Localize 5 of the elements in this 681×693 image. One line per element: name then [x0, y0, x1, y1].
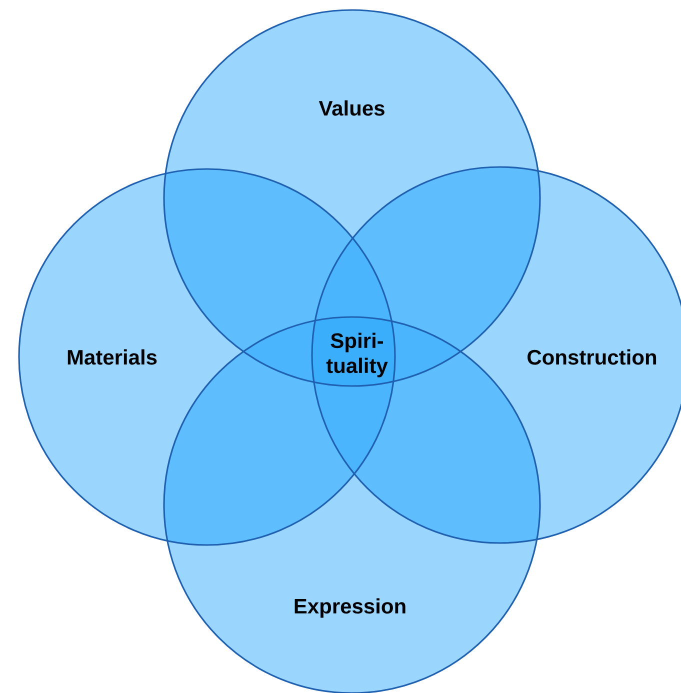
- circle-label: Expression: [294, 598, 406, 618]
- circle-label: Values: [318, 100, 384, 116]
- circle-label: Construction: [528, 349, 656, 365]
- center-label: Spiri-tuality: [326, 332, 388, 378]
- circle-label: Materials: [68, 349, 157, 365]
